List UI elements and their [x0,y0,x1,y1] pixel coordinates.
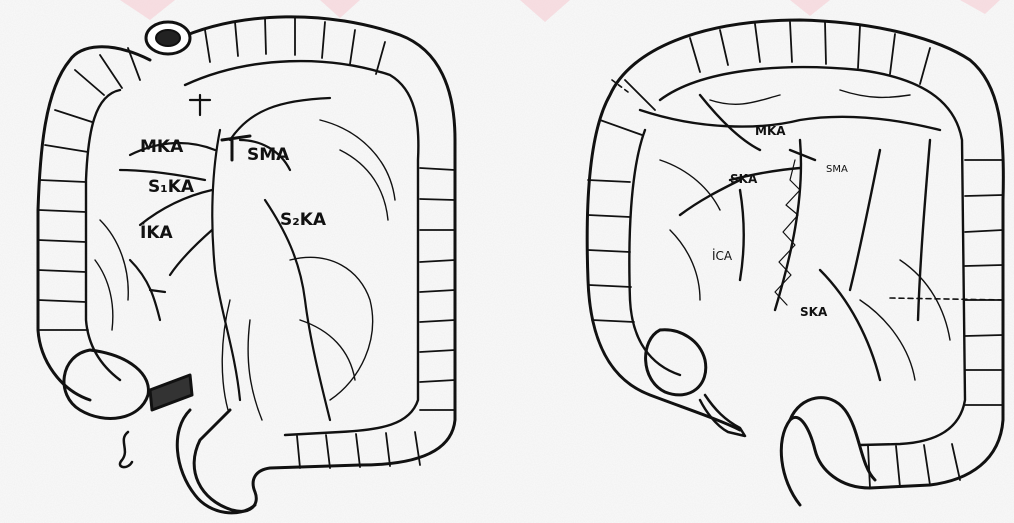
right-label-sma: SMA [826,164,848,175]
right-label-ica: İCA [712,248,733,263]
right-label-mka: MKA [755,124,786,138]
left-label-s1ka: S₁KA [148,177,195,197]
left-label-mka: MKA [140,137,184,157]
left-label-sma: SMA [247,145,290,165]
right-label-ska-bottom: SKA [800,305,828,319]
left-label-s2ka: S₂KA [280,210,327,230]
left-label-ika: İKA [140,221,173,243]
right-label-ska-top: SKA [730,172,758,186]
